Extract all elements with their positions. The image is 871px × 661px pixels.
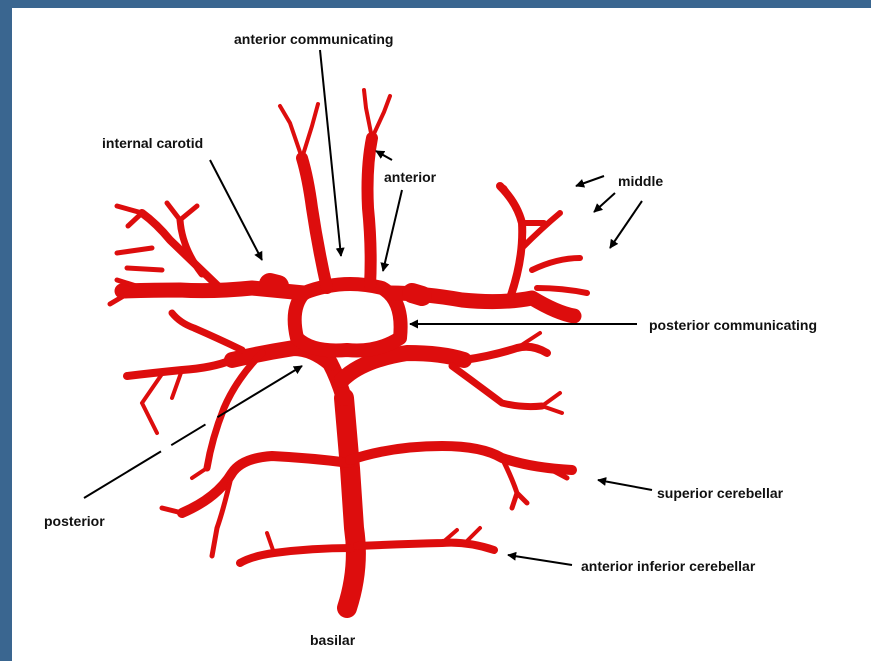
posterior-left-branch-c xyxy=(172,313,242,350)
arrow-middle-1 xyxy=(576,176,604,186)
circle-of-willis-diagram: anterior communicating internal carotid … xyxy=(12,8,871,661)
label-anterior-inferior-cerebellar: anterior inferior cerebellar xyxy=(581,558,756,574)
label-anterior-communicating: anterior communicating xyxy=(234,31,393,47)
diagram-panel: anterior communicating internal carotid … xyxy=(12,8,871,661)
left-branch-2 xyxy=(180,220,202,274)
labels: anterior communicating internal carotid … xyxy=(44,31,817,648)
arrow-anterior-communicating xyxy=(320,50,341,256)
posterior-right-branch-a xyxy=(464,347,547,360)
internal-carotid-left-bulb xyxy=(270,284,278,286)
posterior-left-twigs xyxy=(142,370,207,478)
arrow-middle-3 xyxy=(610,201,642,248)
arrow-superior-cerebellar xyxy=(598,480,652,490)
arteries xyxy=(110,90,587,608)
label-superior-cerebellar: superior cerebellar xyxy=(657,485,784,501)
arrow-internal-carotid xyxy=(210,160,262,260)
aica-left xyxy=(240,548,352,563)
arrow-anterior-2 xyxy=(376,151,392,160)
label-posterior-communicating: posterior communicating xyxy=(649,317,817,333)
internal-carotid-right-bulb xyxy=(412,293,422,296)
label-posterior: posterior xyxy=(44,513,105,529)
aica-right xyxy=(357,543,494,550)
basilar-artery xyxy=(344,398,356,608)
posterior-right-branch-b xyxy=(452,366,542,407)
posterior-right-twigs xyxy=(517,333,562,413)
anterior-cerebral-right xyxy=(368,138,373,286)
label-anterior: anterior xyxy=(384,169,437,185)
label-internal-carotid: internal carotid xyxy=(102,135,203,151)
label-middle: middle xyxy=(618,173,663,189)
arrow-middle-2 xyxy=(594,193,615,212)
label-basilar: basilar xyxy=(310,632,356,648)
superior-cerebellar-right xyxy=(350,446,572,470)
arrow-anterior-1 xyxy=(383,190,402,271)
anterior-cerebral-left xyxy=(302,158,327,288)
arrow-anterior-inferior-cerebellar xyxy=(508,555,572,565)
posterior-left-branch-b xyxy=(207,353,262,468)
